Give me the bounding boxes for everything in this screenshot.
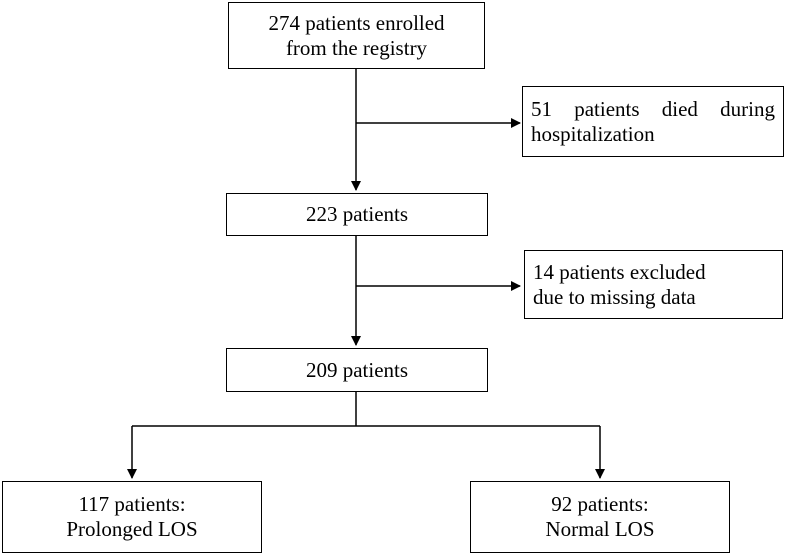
box-died-word-4: during xyxy=(720,96,775,121)
box-prolonged-los: 117 patients: Prolonged LOS xyxy=(2,481,262,553)
box-enrolled: 274 patients enrolled from the registry xyxy=(228,2,485,69)
box-excluded-line2: due to missing data xyxy=(533,284,696,309)
box-normal-los: 92 patients: Normal LOS xyxy=(470,481,730,553)
box-enrolled-line2: from the registry xyxy=(285,35,428,60)
box-died-line2: hospitalization xyxy=(531,121,655,146)
box-died-word-2: patients xyxy=(574,96,640,121)
box-209-patients: 209 patients xyxy=(226,348,488,392)
box-died-word-3: died xyxy=(661,96,698,121)
box-prolonged-line2: Prolonged LOS xyxy=(66,517,198,541)
box-excluded: 14 patients excluded due to missing data xyxy=(524,250,783,319)
box-prolonged-line1: 117 patients: xyxy=(78,492,186,516)
box-excluded-line1: 14 patients excluded xyxy=(533,259,706,284)
box-died: 51 patients died during hospitalization xyxy=(522,86,784,157)
box-223-line1: 223 patients xyxy=(305,202,409,226)
box-209-line1: 209 patients xyxy=(305,357,409,382)
box-normal-line2: Normal LOS xyxy=(545,517,655,541)
box-died-line1: 51 patients died during xyxy=(531,97,783,122)
box-normal-line1: 92 patients: xyxy=(551,492,649,516)
box-died-word-1: 51 xyxy=(531,96,552,121)
box-enrolled-line1: 274 patients enrolled xyxy=(268,10,445,35)
box-223-patients: 223 patients xyxy=(226,193,488,236)
